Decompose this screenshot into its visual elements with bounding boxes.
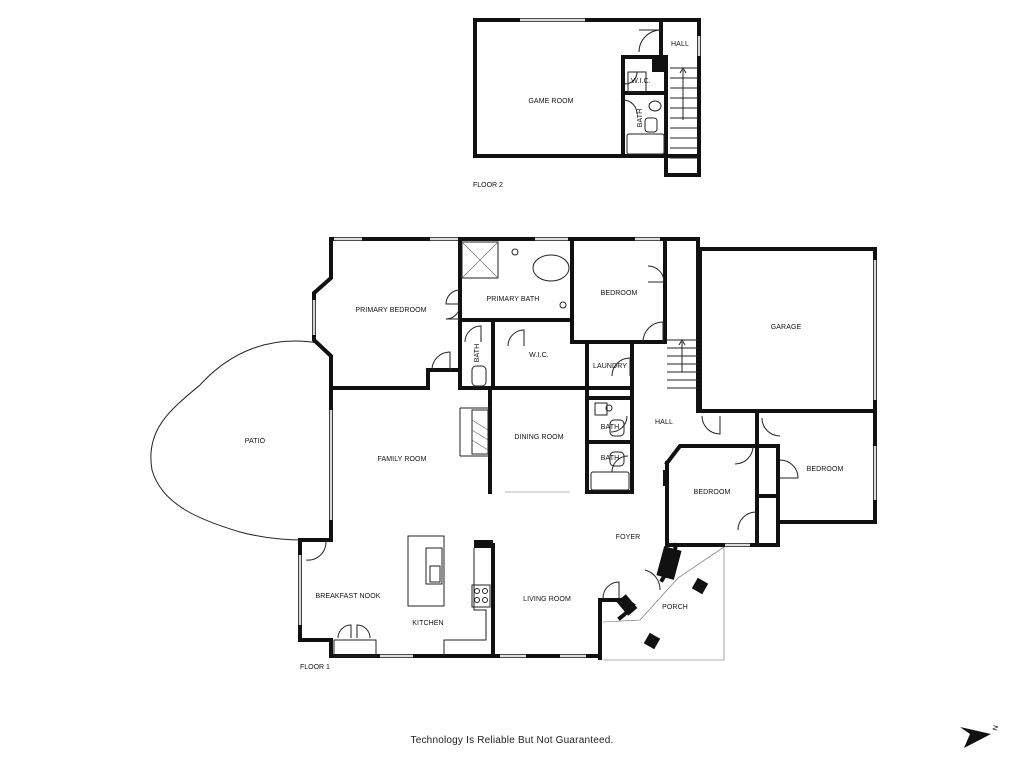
room-label: BATH — [474, 344, 481, 363]
patio-outline — [150, 340, 319, 541]
compass-letter: N — [992, 725, 1000, 732]
room-label: LAUNDRY — [593, 363, 627, 370]
room-label: KITCHEN — [412, 620, 443, 627]
floor-2-plan — [473, 18, 701, 177]
room-label: HALL — [655, 419, 673, 426]
room-label: PATIO — [245, 438, 266, 445]
room-labels: GAME ROOM HALL W.I.C. BATH FLOOR 2 PRIMA… — [245, 41, 844, 671]
room-label: BATH — [601, 424, 620, 431]
room-label: HALL — [671, 41, 689, 48]
floor-1-plan — [150, 237, 877, 661]
room-label: DINING ROOM — [514, 434, 563, 441]
room-label: BATH — [601, 455, 620, 462]
room-label: LIVING ROOM — [523, 596, 571, 603]
floor-1-stairs — [667, 339, 698, 389]
floor-label: FLOOR 1 — [300, 664, 330, 671]
room-label: PRIMARY BEDROOM — [355, 307, 426, 314]
room-label: FAMILY ROOM — [377, 456, 426, 463]
room-label: PORCH — [662, 604, 688, 611]
room-label: BATH — [637, 109, 644, 128]
north-arrow-icon: N — [960, 725, 1000, 748]
floor-label: FLOOR 2 — [473, 182, 503, 189]
room-label: BEDROOM — [601, 290, 638, 297]
room-label: W.I.C. — [631, 78, 651, 85]
disclaimer-text: Technology Is Reliable But Not Guarantee… — [410, 735, 614, 746]
floor-2-stairs — [670, 67, 698, 159]
room-label: FOYER — [616, 534, 641, 541]
room-label: GARAGE — [771, 324, 802, 331]
room-label: W.I.C. — [529, 352, 549, 359]
room-label: BEDROOM — [807, 466, 844, 473]
room-label: BEDROOM — [694, 489, 731, 496]
room-label: GAME ROOM — [528, 98, 573, 105]
room-label: BREAKFAST NOOK — [315, 593, 380, 600]
room-label: PRIMARY BATH — [487, 296, 540, 303]
